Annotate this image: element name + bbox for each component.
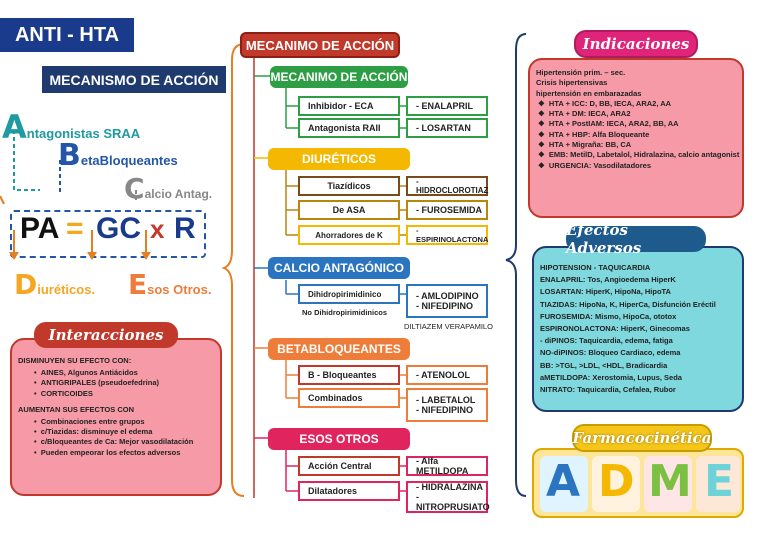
item-betabloq: BetaBloqueantes — [58, 138, 178, 173]
row-ahorradores: Ahorradores de K — [298, 225, 400, 245]
right-bracket — [505, 33, 527, 497]
indicaciones-content: Hipertensión prim. – sec. Crisis hiperte… — [536, 68, 740, 171]
row-tiazidicos: Tiazídicos — [298, 176, 400, 196]
row-no-dihidropirimidinicos: No Dihidropirimidinicos — [302, 308, 388, 317]
center-connectors — [253, 58, 406, 498]
drug-box-beta: - LABETALOL - NIFEDIPINO — [406, 388, 488, 422]
efecto-item: NITRATO: Taquicardia, Cefalea, Rubor — [540, 385, 676, 395]
indicacion-item: ❖ HTA + DM: IECA, ARA2 — [538, 109, 631, 119]
efecto-item: aMETILDOPA: Xerostomia, Lupus, Seda — [540, 372, 682, 382]
item-srraa: Antagonistas SRAA — [2, 108, 141, 146]
dec-item: • CORTICOIDES — [34, 388, 93, 398]
inc-item: • c/Bloqueantes de Ca: Mejor vasodilatac… — [34, 437, 194, 447]
drug-atenolol: - ATENOLOL — [406, 365, 488, 385]
drug-espirinolactona: - ESPIRINOLACTONA — [406, 225, 488, 245]
row-combinados: Combinados — [298, 388, 400, 408]
interacciones-content: DISMINUYEN SU EFECTO CON: • AINES, Algun… — [18, 356, 218, 458]
formula-x: x — [150, 214, 165, 244]
drug-nifedipino-2: - NIFEDIPINO — [416, 405, 474, 415]
intro-line: Hipertensión prim. – sec. — [536, 68, 626, 77]
left-connectors — [0, 130, 137, 205]
row-ieca: Inhibidor - ECA — [298, 96, 400, 116]
item-calcio: Calcio Antag. — [124, 172, 213, 205]
efecto-item: HIPOTENSION - TAQUICARDIA — [540, 263, 651, 272]
indicacion-item: ❖ EMB: MetilD, Labetalol, Hidralazina, c… — [538, 150, 740, 160]
efecto-item: LOSARTAN: HiperK, HipoNa, HipoTA — [540, 287, 671, 297]
row-de-asa: De ASA — [298, 200, 400, 220]
formula-arrows — [9, 230, 151, 260]
drug-hidroclorotiazida: - HIDROCLOROTIAZ — [406, 176, 488, 196]
drug-nitroprusiato: - NITROPRUSIATO — [416, 492, 490, 512]
drug-enalapril: - ENALAPRIL — [406, 96, 488, 116]
indicacion-item: ❖ URGENCIA: Vasodilatadores — [538, 160, 652, 170]
formula-r: R — [174, 212, 196, 245]
indicacion-item: ❖ HTA + HBP: Alfa Bloqueante — [538, 129, 650, 139]
indicacion-item: ❖ HTA + Migraña: BB, CA — [538, 140, 632, 150]
intro-line: Crisis hipertensivas — [536, 78, 608, 88]
formula-eq: = — [66, 212, 84, 245]
tile-e — [696, 456, 740, 512]
drug-box-dilat: - HIDRALAZINA - NITROPRUSIATO — [406, 481, 490, 513]
row-accion-central: Acción Central — [298, 456, 400, 476]
page-title: ANTI - HTA — [0, 18, 134, 52]
intro-line: hipertensión en embarazadas — [536, 88, 642, 98]
drug-amlodipino: - AMLODIPINO — [416, 291, 479, 301]
drug-nifedipino: - NIFEDIPINO — [416, 301, 474, 311]
indicaciones-title: Indicaciones — [574, 30, 698, 58]
section-betabloq: BETABLOQUEANTES — [268, 338, 410, 360]
efecto-item: ESPIRONOLACTONA: HiperK, Ginecomas — [540, 324, 690, 334]
tile-m — [644, 456, 692, 512]
mechanism-title: MECANISMO DE ACCIÓN — [42, 66, 226, 93]
indicacion-item: ❖ HTA + PostIAM: IECA, ARA2, BB, AA — [538, 119, 679, 129]
row-dihidropirimidinico: Dihidropirimidinico — [298, 284, 400, 304]
formula-box — [10, 210, 206, 258]
letter-a: A — [546, 456, 581, 507]
section-mecanismo: MECANIMO DE ACCIÓN — [270, 66, 408, 88]
drug-furosemida: - FUROSEMIDA — [406, 200, 488, 220]
efecto-item: TIAZIDAS: HipoNa, K, HiperCa, Disfunción… — [540, 299, 716, 309]
letter-m: M — [648, 456, 692, 507]
item-esos-otros: Esos Otros. — [128, 268, 212, 301]
indicacion-item: ❖ HTA + ICC: D, BB, IECA, ARA2, AA — [538, 98, 672, 108]
letter-e: E — [704, 456, 735, 507]
drug-labetalol: - LABETALOL — [416, 395, 476, 405]
dec-title: DISMINUYEN SU EFECTO CON: — [18, 356, 132, 365]
section-diureticos: DIURÉTICOS — [268, 148, 410, 170]
efecto-item: NO-diPINOS: Bloqueo Cardiaco, edema — [540, 348, 681, 358]
efectos-box — [532, 246, 744, 412]
inc-item: • Pueden empeorar los efectos adversos — [34, 447, 181, 457]
tile-a — [540, 456, 588, 512]
indicaciones-box — [528, 58, 744, 218]
inc-item: • c/Tiazidas: disminuye el edema — [34, 427, 153, 437]
efecto-item: ENALAPRIL: Tos, Angioedema HiperK — [540, 275, 676, 285]
inc-item: • Combinaciones entre grupos — [34, 417, 145, 427]
dec-item: • AINES, Algunos Antiácidos — [34, 368, 138, 378]
efectos-title: Efectos Adversos — [566, 221, 706, 257]
section-calcio: CALCIO ANTAGÓNICO — [268, 257, 410, 279]
row-araii: Antagonista RAII — [298, 118, 400, 138]
drug-metildopa: - Alfa METILDOPA — [406, 456, 488, 476]
interacciones-title: Interacciones — [34, 322, 178, 348]
drug-diltiazem: DILTIAZEM VERAPAMILO — [404, 322, 493, 331]
tile-d — [592, 456, 640, 512]
efecto-item: - diPINOS: Taquicardia, edema, fatiga — [540, 336, 673, 346]
drug-hidralazina: - HIDRALAZINA — [416, 482, 483, 492]
section-esos-otros: ESOS OTROS — [268, 428, 410, 450]
row-b-bloqueantes: B - Bloqueantes — [298, 365, 400, 385]
formula-gc: GC — [96, 212, 141, 245]
efectos-content: HIPOTENSION - TAQUICARDIA ENALAPRIL: Tos… — [540, 262, 744, 396]
letter-d: D — [598, 456, 635, 507]
farmaco-title: Farmacocinética — [572, 424, 712, 452]
inc-title: AUMENTAN SUS EFECTOS CON — [18, 404, 134, 414]
center-main-title: MECANIMO DE ACCIÓN — [240, 32, 400, 58]
dec-item: • ANTIGRIPALES (pseudoefedrina) — [34, 378, 159, 388]
item-diureticos: Diuréticos. — [14, 268, 96, 301]
drug-losartan: - LOSARTAN — [406, 118, 488, 138]
efecto-item: BB: >TGL, >LDL, <HDL, Bradicardia — [540, 360, 668, 370]
efecto-item: FUROSEMIDA: Mismo, HipoCa, ototox — [540, 311, 677, 321]
formula-pa: PA — [20, 212, 60, 245]
left-bracket — [222, 43, 245, 497]
row-dilatadores: Dilatadores — [298, 481, 400, 501]
drug-box-calcio: - AMLODIPINO - NIFEDIPINO — [406, 284, 488, 318]
